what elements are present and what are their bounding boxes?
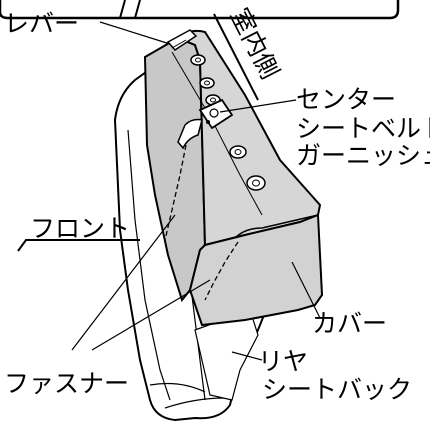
cover-fold — [234, 214, 319, 239]
lever-label: レバー — [4, 9, 79, 38]
front-label: フロント — [30, 214, 130, 243]
front-arrow — [17, 239, 140, 252]
fastener-line — [204, 241, 239, 301]
seat-back-edge-line — [164, 397, 226, 409]
interior-side-marker — [213, 13, 259, 101]
cover-label: カバー — [312, 309, 387, 338]
cover-stitch-line — [171, 51, 263, 216]
seat-back-edge-line — [149, 382, 206, 393]
center-belt-label-line1: センター — [296, 85, 396, 114]
callout-pointer — [119, 0, 126, 19]
fastener-line — [164, 144, 187, 241]
cover-bolt — [190, 54, 206, 66]
interior-side-label: 室内側 — [225, 4, 285, 84]
leader-line-cover — [291, 261, 321, 319]
cover-bolt — [229, 145, 247, 159]
leader-line-rear-seatback — [231, 351, 263, 361]
leader-line-fastener — [71, 214, 176, 351]
leader-line-lever — [99, 21, 171, 45]
seat-belt-garnish — [177, 98, 234, 150]
cover-front-face — [188, 213, 324, 327]
lever-slot — [171, 39, 187, 49]
cover-bolt — [199, 77, 215, 89]
cover-bolt — [246, 175, 266, 191]
center-belt-label-line2: シートベルト — [296, 114, 430, 143]
rear-seatback-label-line1: リヤ — [258, 347, 308, 376]
callout-box-edge — [0, 0, 400, 20]
seat-back-edge-line — [127, 129, 171, 401]
leader-line-fastener — [91, 279, 211, 351]
center-belt-label-line3: ガーニッシュ — [296, 141, 430, 170]
fastener-label: ファスナー — [4, 369, 129, 398]
rear-seatback-label-line2: シートバック — [262, 375, 412, 404]
callout-pointer — [134, 0, 141, 19]
leader-line-belt-garnish — [219, 99, 297, 113]
